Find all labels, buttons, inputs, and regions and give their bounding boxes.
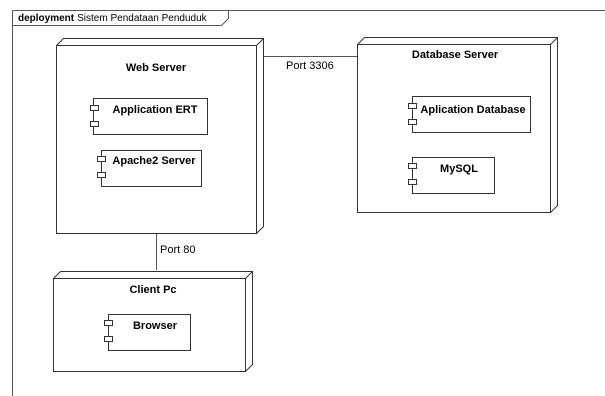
- component-box: [412, 157, 495, 194]
- component-label: MySQL: [440, 163, 478, 175]
- node-title-web-server: Web Server: [126, 62, 187, 74]
- component-mysql[interactable]: MySQL: [408, 157, 495, 194]
- connectors: Port 3306 Port 80: [156, 56, 357, 270]
- frame-keyword: deployment: [18, 13, 75, 24]
- node-title-database-server: Database Server: [412, 49, 499, 61]
- component-icon: [97, 156, 106, 178]
- component-apache2-server[interactable]: Apache2 Server: [97, 150, 202, 187]
- frame-name: Sistem Pendataan Penduduk: [77, 13, 208, 24]
- component-box: [93, 98, 208, 135]
- component-application-ert[interactable]: Application ERT: [90, 98, 208, 135]
- component-icon: [90, 105, 99, 127]
- component-label: Apache2 Server: [112, 155, 196, 167]
- node-web-server[interactable]: Web Server Application ERT Apache2 Serve…: [55, 38, 264, 235]
- frame-tab: [12, 10, 229, 26]
- node-client-pc[interactable]: Client Pc Browser: [52, 271, 253, 373]
- node-box: [56, 45, 257, 234]
- node-title-client-pc: Client Pc: [129, 284, 176, 296]
- component-box: [101, 150, 202, 187]
- node-database-server[interactable]: Database Server Aplication Database MySQ…: [356, 37, 558, 214]
- component-browser[interactable]: Browser: [104, 314, 191, 351]
- component-label: Browser: [133, 320, 178, 332]
- component-aplication-database[interactable]: Aplication Database: [408, 96, 531, 133]
- component-label: Aplication Database: [420, 104, 525, 116]
- component-box: [412, 96, 531, 133]
- component-icon: [408, 103, 417, 125]
- connector-label-port-80: Port 80: [160, 244, 195, 256]
- component-icon: [408, 163, 417, 185]
- component-icon: [104, 320, 113, 342]
- connector-label-port-3306: Port 3306: [286, 60, 334, 72]
- component-box: [108, 314, 191, 351]
- component-label: Application ERT: [113, 104, 198, 116]
